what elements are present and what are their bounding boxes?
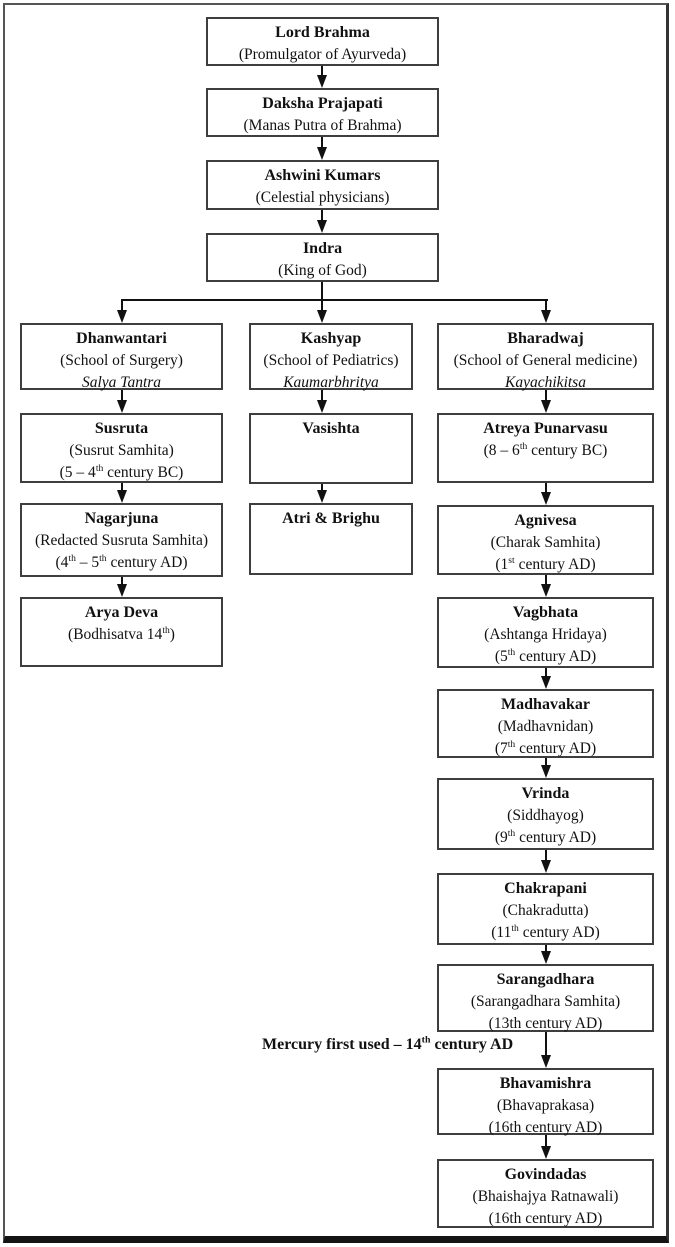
node-arya-deva: Arya Deva (Bodhisatva 14th) <box>20 597 223 667</box>
arrow-madhavakar-vrinda <box>545 758 547 766</box>
node-subtitle: (Redacted Susruta Samhita) <box>34 532 209 549</box>
node-period: (9th century AD) <box>494 827 597 846</box>
node-title: Daksha Prajapati <box>262 95 383 112</box>
node-title: Govindadas <box>504 1166 587 1183</box>
arrow-bharadwaj-atreya <box>545 390 547 401</box>
node-title: Bhavamishra <box>499 1075 592 1092</box>
node-period: (16th century AD) <box>488 1119 603 1136</box>
node-subtitle: (Bodhisatva 14th) <box>68 624 175 643</box>
arrow-atreya-agnivesa <box>545 483 547 493</box>
node-subtitle: (King of God) <box>278 262 367 279</box>
node-period: (11th century AD) <box>491 922 600 941</box>
arrow-bhavamishra-govindadas <box>545 1135 547 1147</box>
node-title: Kashyap <box>300 330 362 347</box>
arrow-nagarjuna-aryadeva <box>121 577 123 585</box>
arrow-ashwini-indra <box>321 210 323 221</box>
node-subtitle: (School of Pediatrics) <box>263 352 399 369</box>
node-ashwini-kumars: Ashwini Kumars (Celestial physicians) <box>206 160 439 210</box>
arrow-kashyap-vasishta <box>321 390 323 401</box>
node-chakrapani: Chakrapani (Chakradutta) (11th century A… <box>437 873 654 945</box>
node-vrinda: Vrinda (Siddhayog) (9th century AD) <box>437 778 654 850</box>
node-period: (4th – 5th century AD) <box>55 552 188 571</box>
node-title: Vasishta <box>302 420 360 437</box>
node-period: (1st century AD) <box>495 554 596 573</box>
node-subtitle: (Bhavaprakasa) <box>496 1097 595 1114</box>
node-subtitle: (Siddhayog) <box>507 807 584 824</box>
node-subtitle: (School of General medicine) <box>453 352 638 369</box>
node-sarangadhara: Sarangadhara (Sarangadhara Samhita) (13t… <box>437 964 654 1032</box>
node-subtitle: (Bhaishajya Ratnawali) <box>472 1188 619 1205</box>
node-subtitle: (Madhavnidan) <box>497 718 594 735</box>
node-vasishta: Vasishta <box>249 413 413 484</box>
node-indra: Indra (King of God) <box>206 233 439 282</box>
node-subtitle: (Ashtanga Hridaya) <box>484 626 607 643</box>
node-subtitle: (Susrut Samhita) <box>69 442 174 459</box>
node-title: Dhanwantari <box>76 330 167 347</box>
arrow-vagbhata-madhavakar <box>545 668 547 677</box>
node-nagarjuna: Nagarjuna (Redacted Susruta Samhita) (4t… <box>20 503 223 577</box>
node-govindadas: Govindadas (Bhaishajya Ratnawali) (16th … <box>437 1159 654 1228</box>
node-vagbhata: Vagbhata (Ashtanga Hridaya) (5th century… <box>437 597 654 668</box>
node-kashyap: Kashyap (School of Pediatrics) Kaumarbhr… <box>249 323 413 391</box>
node-daksha-prajapati: Daksha Prajapati (Manas Putra of Brahma) <box>206 88 439 137</box>
node-subtitle: (Manas Putra of Brahma) <box>243 117 402 134</box>
node-title: Arya Deva <box>84 604 159 621</box>
node-bharadwaj: Bharadwaj (School of General medicine) K… <box>437 323 654 391</box>
arrow-susruta-nagarjuna <box>121 483 123 491</box>
node-title: Sarangadhara <box>496 971 595 988</box>
node-subtitle: (Chakradutta) <box>502 902 589 919</box>
node-sanskrit-name: Kayachikitsa <box>505 374 586 391</box>
arrow-brahma-daksha <box>321 66 323 76</box>
node-period: (13th century AD) <box>488 1015 603 1032</box>
arrow-indra-bharadwaj <box>545 299 547 311</box>
arrow-vasishta-atribrighu <box>321 484 323 491</box>
mercury-annotation: Mercury first used – 14th century AD <box>262 1034 514 1053</box>
arrow-chakrapani-sarangadhara <box>545 945 547 952</box>
node-subtitle: (Promulgator of Ayurveda) <box>238 46 407 63</box>
node-title: Susruta <box>94 420 149 437</box>
arrow-dhanwantari-susruta <box>121 390 123 401</box>
arrow-indra-kashyap <box>321 282 323 311</box>
node-title: Bharadwaj <box>507 330 584 347</box>
node-title: Indra <box>302 240 343 257</box>
node-period: (5 – 4th century BC) <box>59 462 184 481</box>
branch-connector-line <box>121 299 548 301</box>
node-title: Atri & Brighu <box>282 510 380 527</box>
node-title: Agnivesa <box>514 512 577 529</box>
arrow-indra-dhanwantari <box>121 299 123 311</box>
node-title: Ashwini Kumars <box>264 167 381 184</box>
node-title: Vagbhata <box>512 604 579 621</box>
arrow-daksha-ashwini <box>321 137 323 148</box>
node-bhavamishra: Bhavamishra (Bhavaprakasa) (16th century… <box>437 1068 654 1136</box>
node-agnivesa: Agnivesa (Charak Samhita) (1st century A… <box>437 505 654 575</box>
node-madhavakar: Madhavakar (Madhavnidan) (7th century AD… <box>437 689 654 758</box>
node-dhanwantari: Dhanwantari (School of Surgery) Salya Ta… <box>20 323 223 391</box>
node-sanskrit-name: Kaumarbhritya <box>283 374 379 391</box>
node-atri-brighu: Atri & Brighu <box>249 503 413 575</box>
node-atreya-punarvasu: Atreya Punarvasu (8 – 6th century BC) <box>437 413 654 483</box>
node-title: Madhavakar <box>501 696 590 713</box>
node-susruta: Susruta (Susrut Samhita) (5 – 4th centur… <box>20 413 223 483</box>
node-title: Nagarjuna <box>84 510 159 527</box>
node-lord-brahma: Lord Brahma (Promulgator of Ayurveda) <box>206 17 439 66</box>
node-period: (5th century AD) <box>494 646 597 665</box>
arrow-sarangadhara-bhavamishra <box>545 1032 547 1056</box>
arrow-vrinda-chakrapani <box>545 850 547 861</box>
arrow-agnivesa-vagbhata <box>545 575 547 585</box>
node-title: Vrinda <box>521 785 570 802</box>
node-sanskrit-name: Salya Tantra <box>81 374 162 391</box>
node-title: Chakrapani <box>504 880 587 897</box>
node-subtitle: (Celestial physicians) <box>255 189 390 206</box>
node-subtitle: (Charak Samhita) <box>490 534 601 551</box>
node-title: Atreya Punarvasu <box>483 420 608 437</box>
node-period: (16th century AD) <box>488 1210 603 1227</box>
node-subtitle: (Sarangadhara Samhita) <box>470 993 621 1010</box>
node-subtitle: (School of Surgery) <box>60 352 183 369</box>
node-period: (8 – 6th century BC) <box>483 440 608 459</box>
node-title: Lord Brahma <box>275 24 370 41</box>
node-period: (7th century AD) <box>494 738 597 757</box>
